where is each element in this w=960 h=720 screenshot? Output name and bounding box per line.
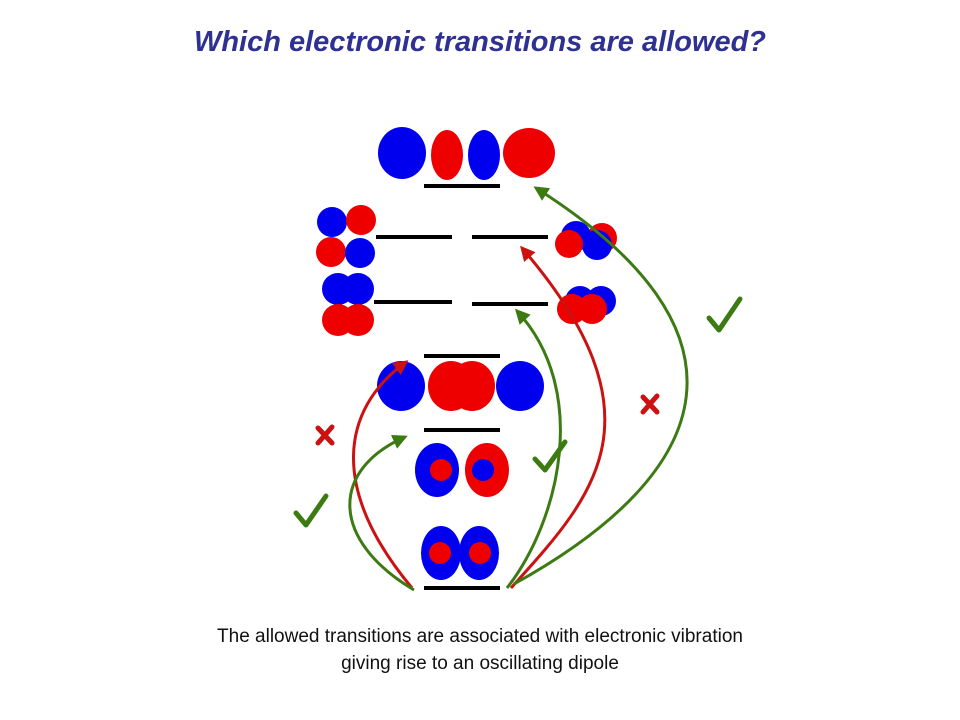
cross-icon: [640, 393, 660, 415]
transition-arrow-forbidden-left: [352, 360, 414, 589]
orbital-middle: [377, 361, 544, 411]
orbital-pi-star: [415, 443, 509, 497]
check-icon: [532, 439, 568, 473]
caption: The allowed transitions are associated w…: [0, 623, 960, 677]
energy-levels: [374, 184, 548, 590]
orbital-bottom: [421, 526, 499, 580]
cross-icon: [315, 424, 335, 446]
orbital-degenerate-left-lower: [322, 273, 374, 336]
caption-line-2: giving rise to an oscillating dipole: [341, 653, 619, 674]
orbital-top: [378, 127, 555, 180]
transition-arrow-forbidden-right: [509, 245, 607, 590]
transition-arrow-allowed-right: [513, 186, 689, 586]
caption-line-1: The allowed transitions are associated w…: [217, 626, 743, 647]
transition-arrows: [348, 186, 689, 592]
page-title: Which electronic transitions are allowed…: [193, 26, 767, 58]
check-icon: [293, 493, 329, 528]
check-icon: [706, 296, 743, 333]
orbital-degenerate-left-upper: [316, 205, 376, 268]
transition-arrow-allowed-left: [348, 434, 415, 592]
transition-arrow-allowed-center: [505, 308, 562, 589]
